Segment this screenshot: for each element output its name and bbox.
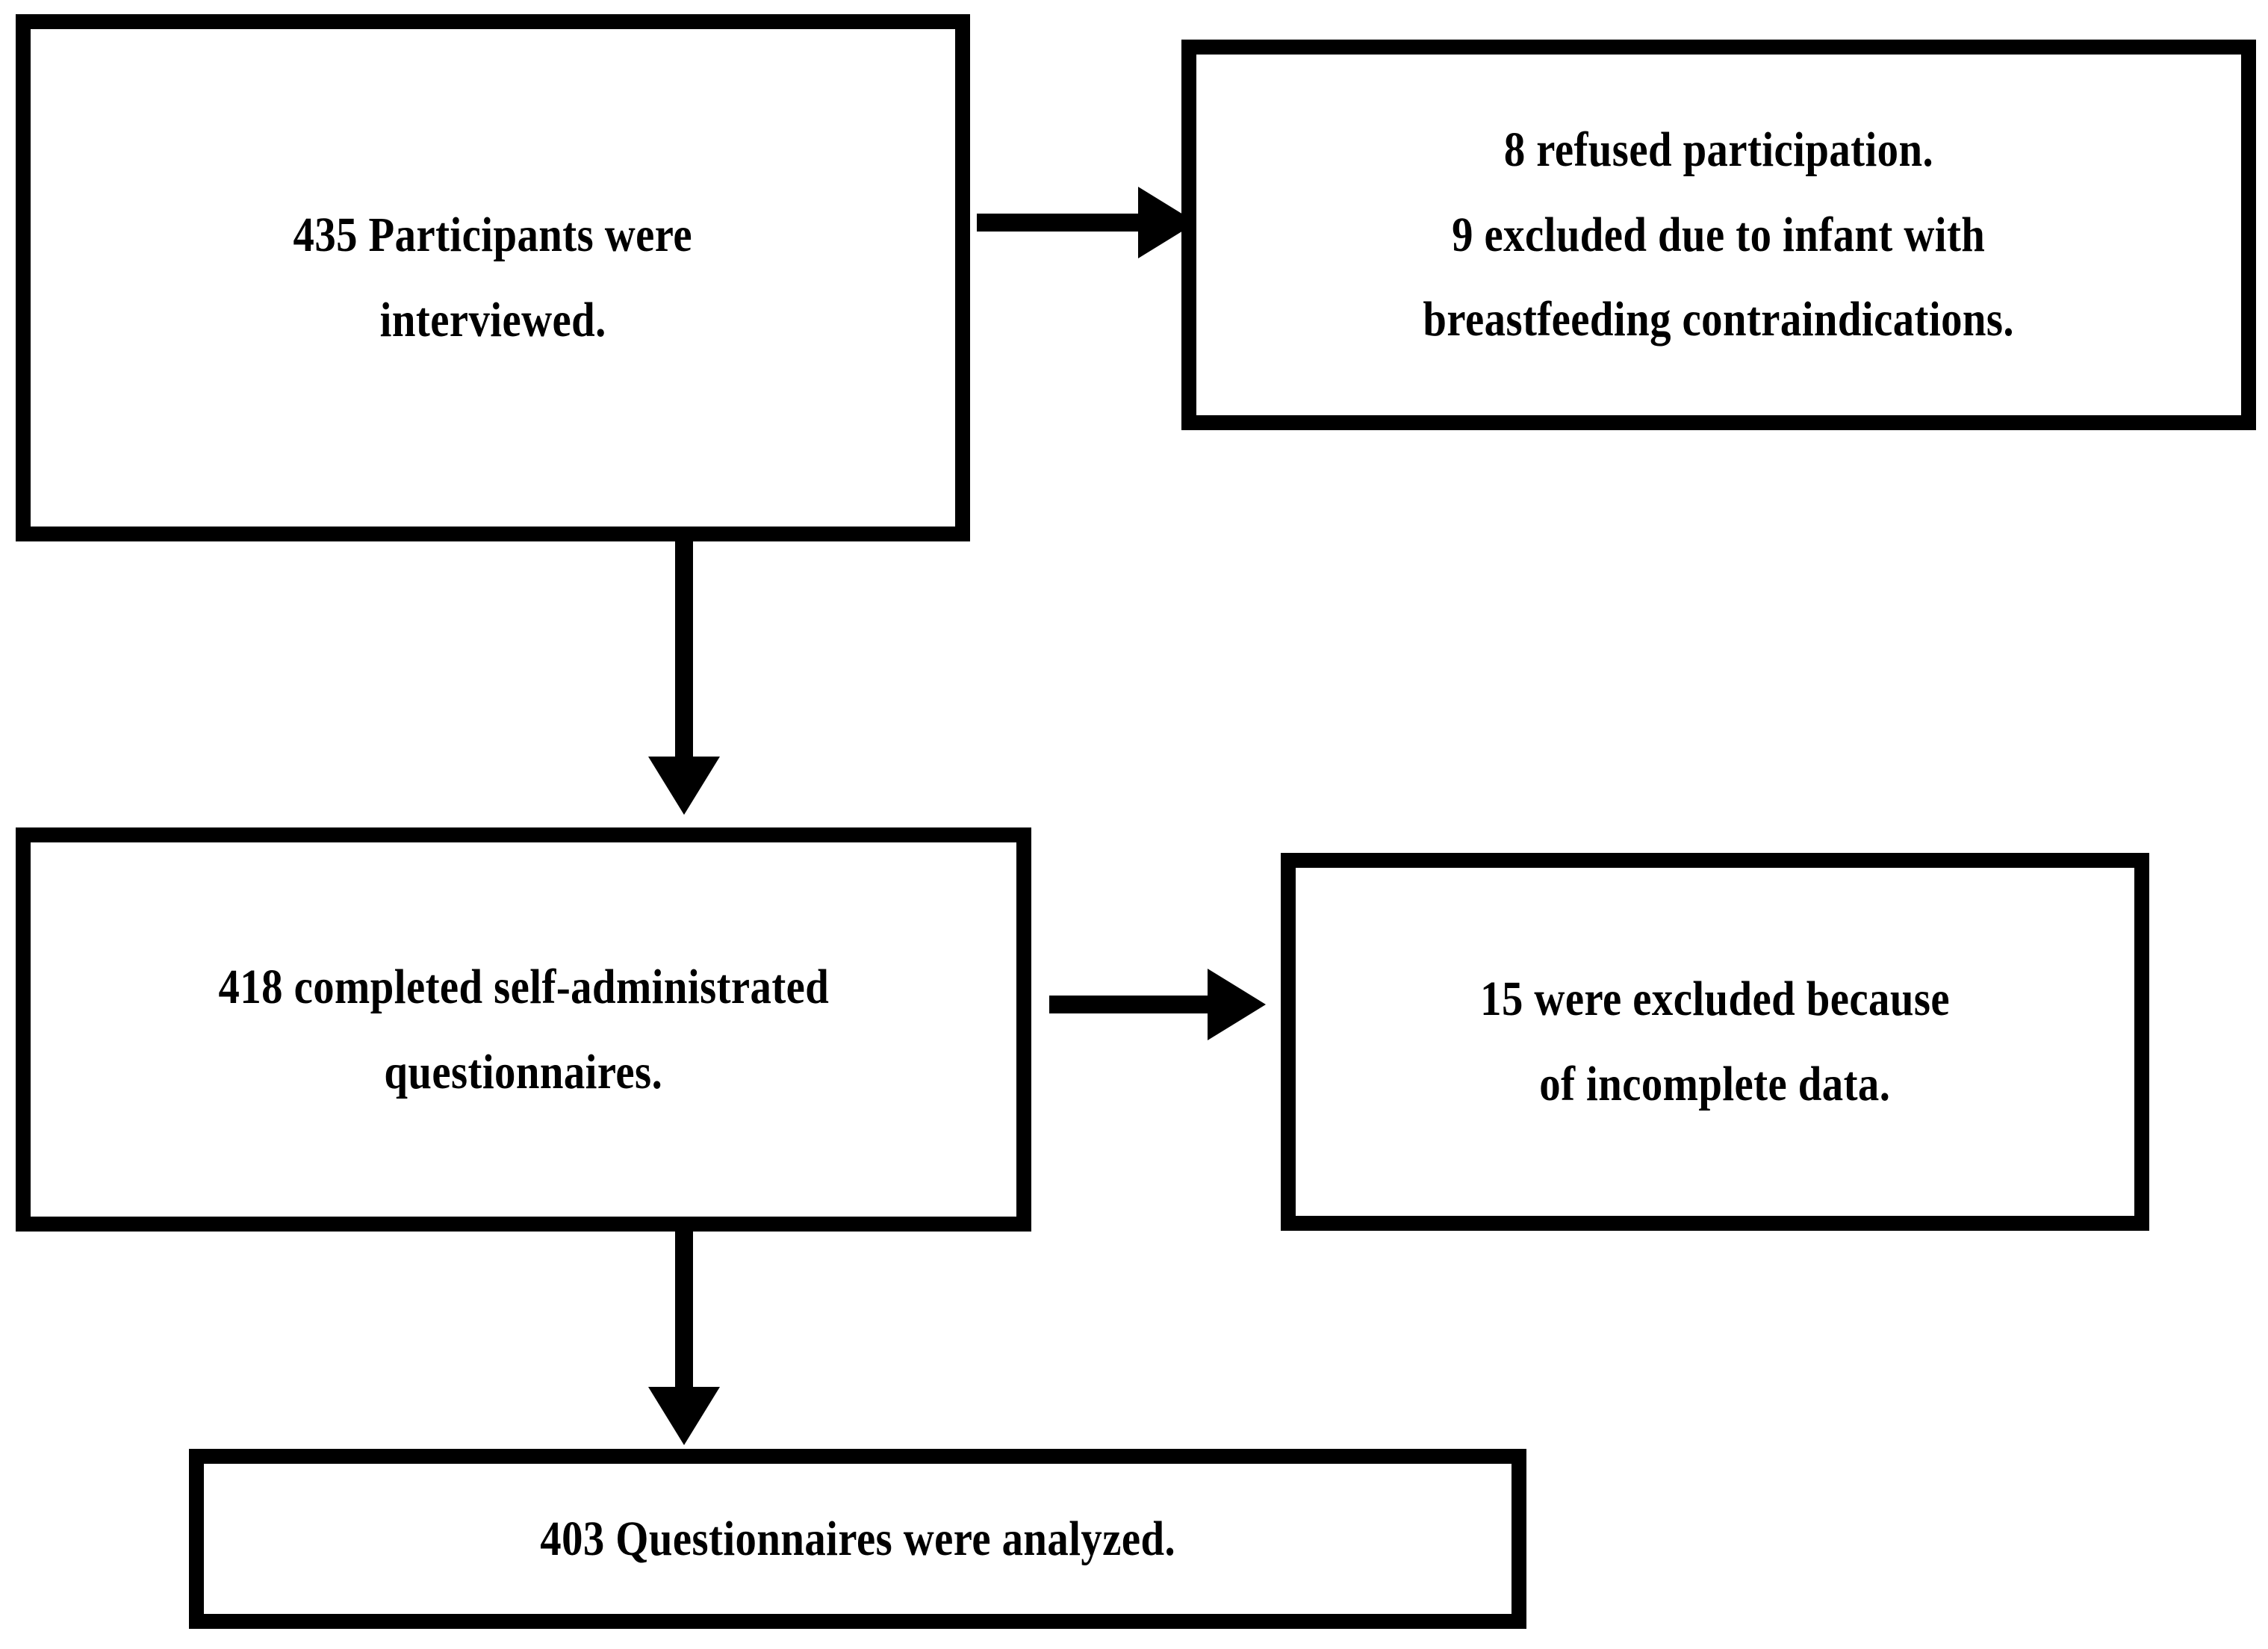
- arrow-shaft: [1049, 996, 1212, 1013]
- node-excluded-top: 8 refused participation. 9 excluded due …: [1181, 40, 2256, 430]
- node-completed-line-2: questionnaires.: [384, 1044, 663, 1099]
- node-interviewed-line-2: interviewed.: [379, 293, 606, 347]
- node-completed: 418 completed self-administrated questio…: [16, 827, 1031, 1232]
- node-analyzed: 403 Questionnaires were analyzed.: [189, 1449, 1526, 1629]
- arrow-shaft: [675, 1232, 693, 1393]
- arrow-shaft: [977, 214, 1143, 232]
- arrow-head: [1138, 187, 1196, 258]
- node-interviewed-line-1: 435 Participants were: [293, 208, 693, 263]
- node-excluded-mid-line-1: 15 were excluded because: [1480, 972, 1950, 1027]
- node-excluded-top-line-3: breastfeeding contraindications.: [1423, 292, 2015, 347]
- arrow-head: [648, 757, 720, 815]
- node-excluded-mid: 15 were excluded because of incomplete d…: [1281, 853, 2149, 1231]
- node-excluded-mid-line-2: of incomplete data.: [1539, 1057, 1891, 1111]
- node-excluded-top-line-2: 9 excluded due to infant with: [1452, 207, 1986, 262]
- node-excluded-top-line-1: 8 refused participation.: [1503, 122, 1934, 178]
- arrow-shaft: [675, 541, 693, 763]
- node-completed-line-1: 418 completed self-administrated: [218, 959, 829, 1014]
- node-analyzed-line-1: 403 Questionnaires were analyzed.: [540, 1511, 1175, 1566]
- node-interviewed: 435 Participants were interviewed.: [16, 14, 970, 541]
- arrow-head: [1208, 969, 1266, 1040]
- arrow-head: [648, 1387, 720, 1445]
